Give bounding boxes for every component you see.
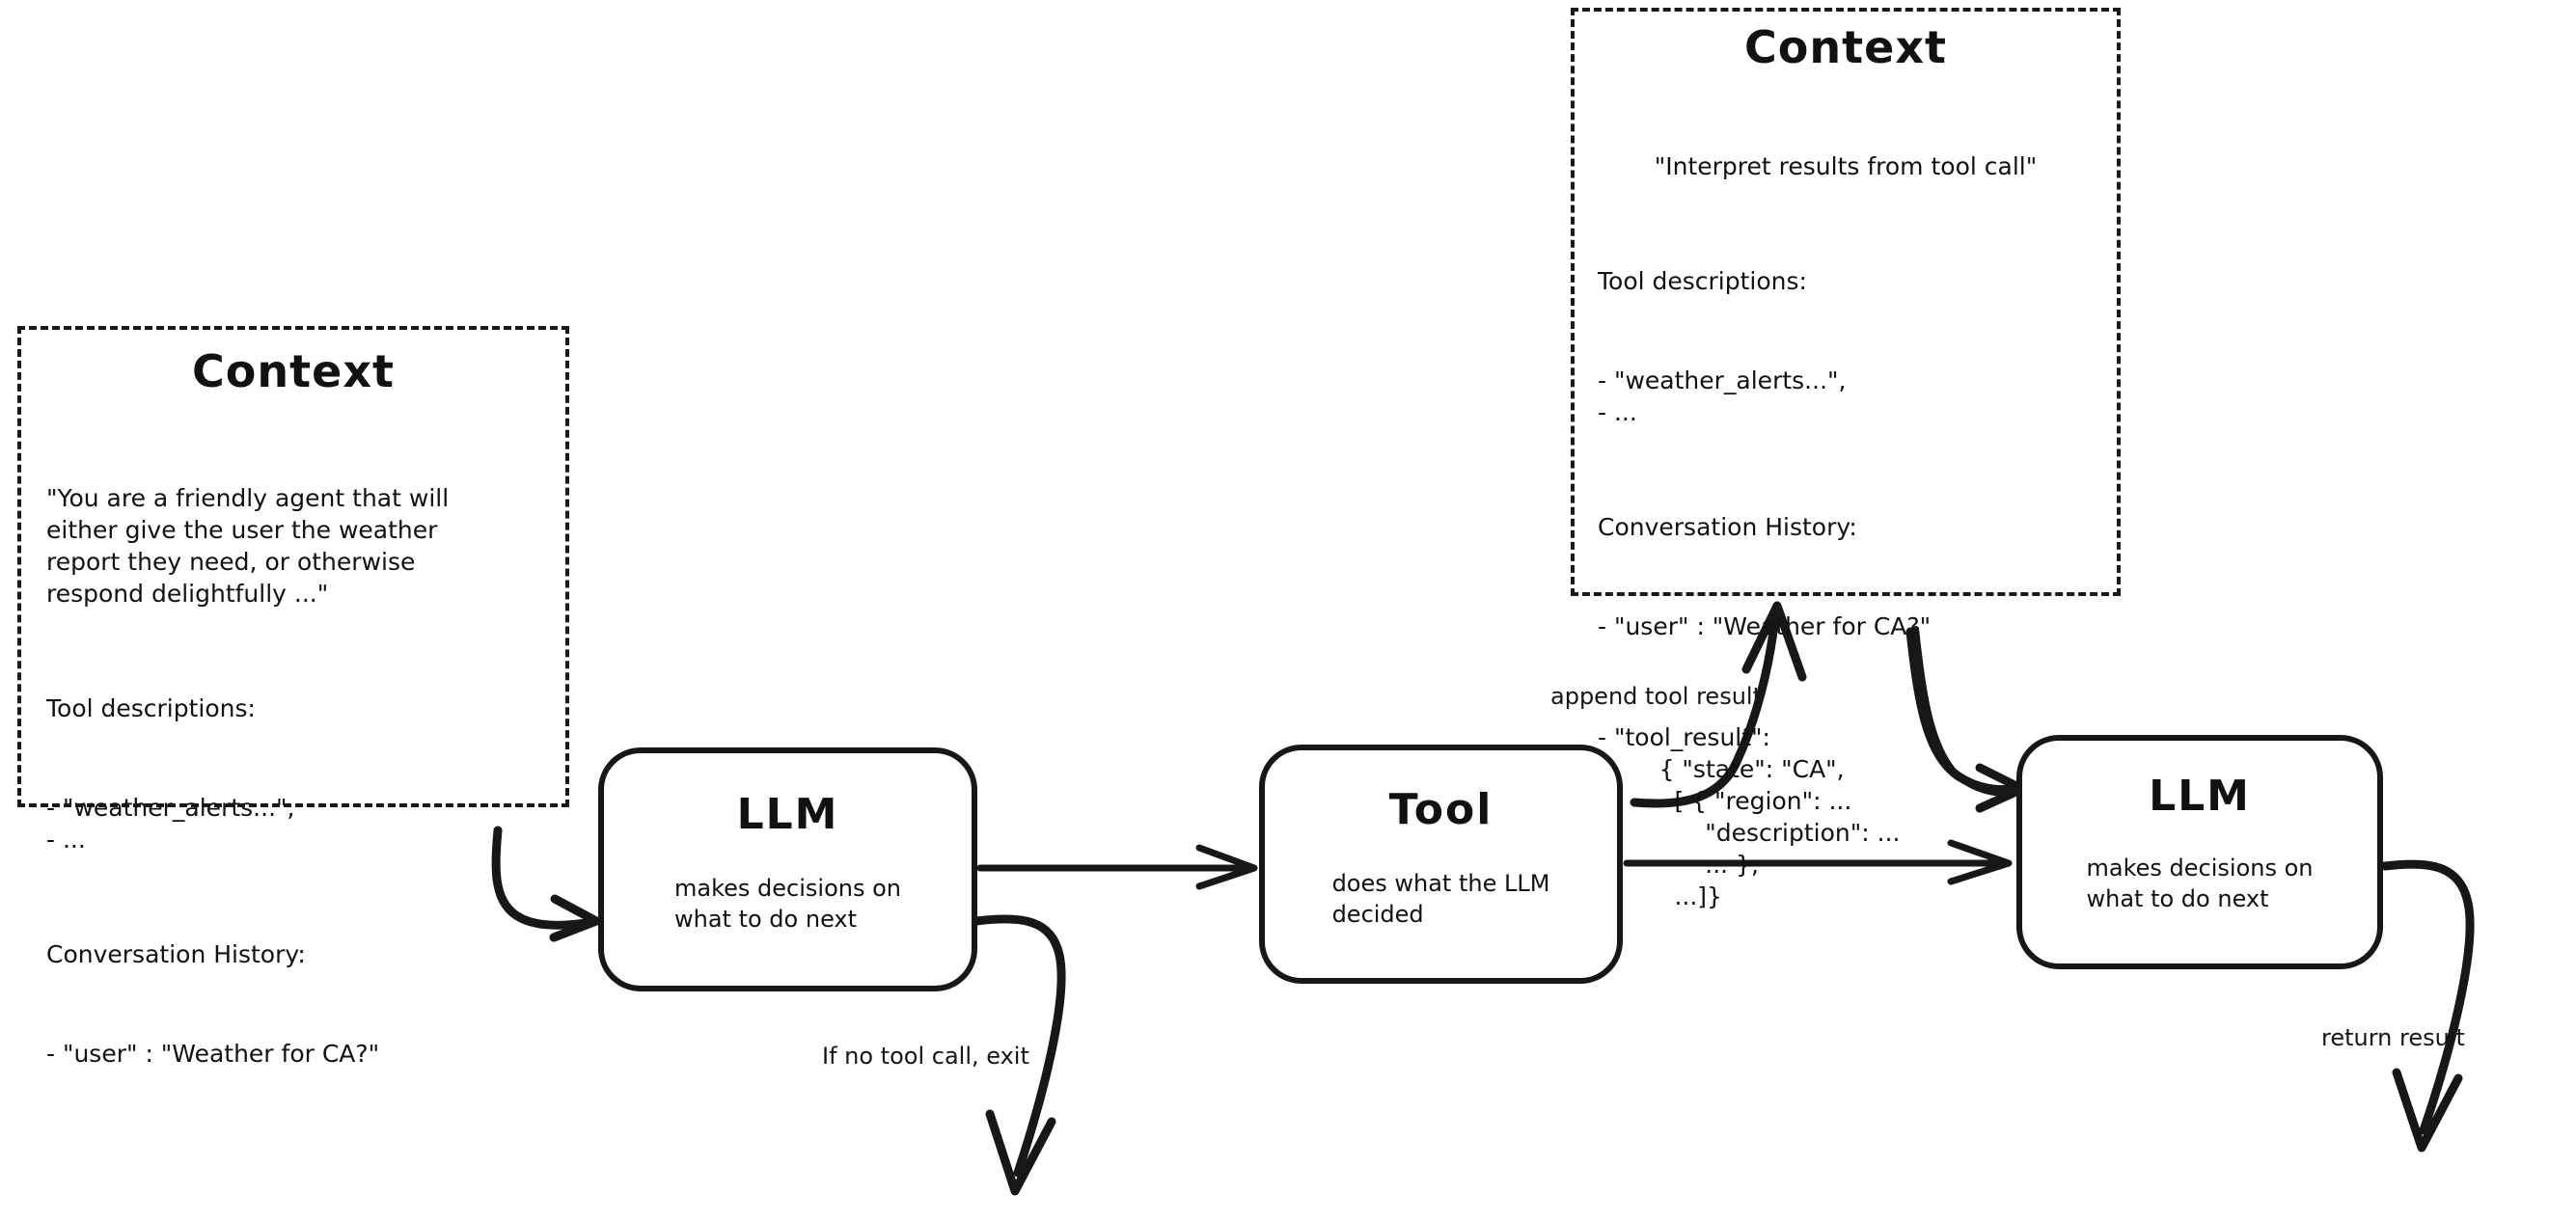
context-right-body: "Interpret results from tool call" Tool …	[1598, 87, 2094, 976]
context-right-conversation-user: - "user" : "Weather for CA?"	[1598, 612, 1932, 640]
context-box-right: Context "Interpret results from tool cal…	[1571, 8, 2121, 910]
context-right-system-prompt: "Interpret results from tool call"	[1654, 152, 2038, 180]
context-left-tools-items: - "weather_alerts...", - ...	[46, 794, 295, 854]
context-left-body: "You are a friendly agent that will eith…	[46, 419, 540, 1133]
context-right-title: Context	[1744, 21, 1947, 73]
node-llm-second-title: LLM	[2149, 772, 2251, 821]
node-tool-subtitle: does what the LLM decided	[1331, 870, 1550, 928]
arrow-llm2-return	[2380, 859, 2475, 1153]
context-left-system-prompt: "You are a friendly agent that will eith…	[46, 484, 450, 608]
node-llm-second-subtitle: makes decisions on what to do next	[2086, 855, 2314, 912]
context-right-conversation-header: Conversation History:	[1598, 513, 1857, 541]
context-left-tools-header: Tool descriptions:	[46, 694, 256, 722]
edge-label-llm-exit: If no tool call, exit	[822, 1043, 1029, 1070]
node-llm-first[interactable]: LLM makes decisions on what to do next	[598, 747, 977, 991]
context-left-title: Context	[192, 345, 395, 397]
node-llm-first-subtitle: makes decisions on what to do next	[674, 875, 901, 933]
node-llm-second[interactable]: LLM makes decisions on what to do next	[2016, 735, 2383, 969]
edge-label-append-tool-result: append tool result	[1550, 683, 1762, 710]
node-tool-title: Tool	[1388, 785, 1494, 834]
arrow-llm-to-tool	[976, 844, 1258, 890]
context-box-left: Context "You are a friendly agent that w…	[17, 326, 569, 1068]
node-llm-first-title: LLM	[736, 790, 839, 839]
edge-label-return-result: return result	[2321, 1024, 2465, 1051]
context-right-tool-result: - "tool_result": { "state": "CA", [ { "r…	[1598, 723, 1901, 910]
context-left-conversation-header: Conversation History:	[46, 940, 306, 968]
context-left-conversation-items: - "user" : "Weather for CA?"	[46, 1040, 380, 1068]
context-right-tools-items: - "weather_alerts...", - ...	[1598, 366, 1847, 426]
node-tool[interactable]: Tool does what the LLM decided	[1259, 745, 1623, 984]
context-right-tools-header: Tool descriptions:	[1598, 267, 1807, 295]
